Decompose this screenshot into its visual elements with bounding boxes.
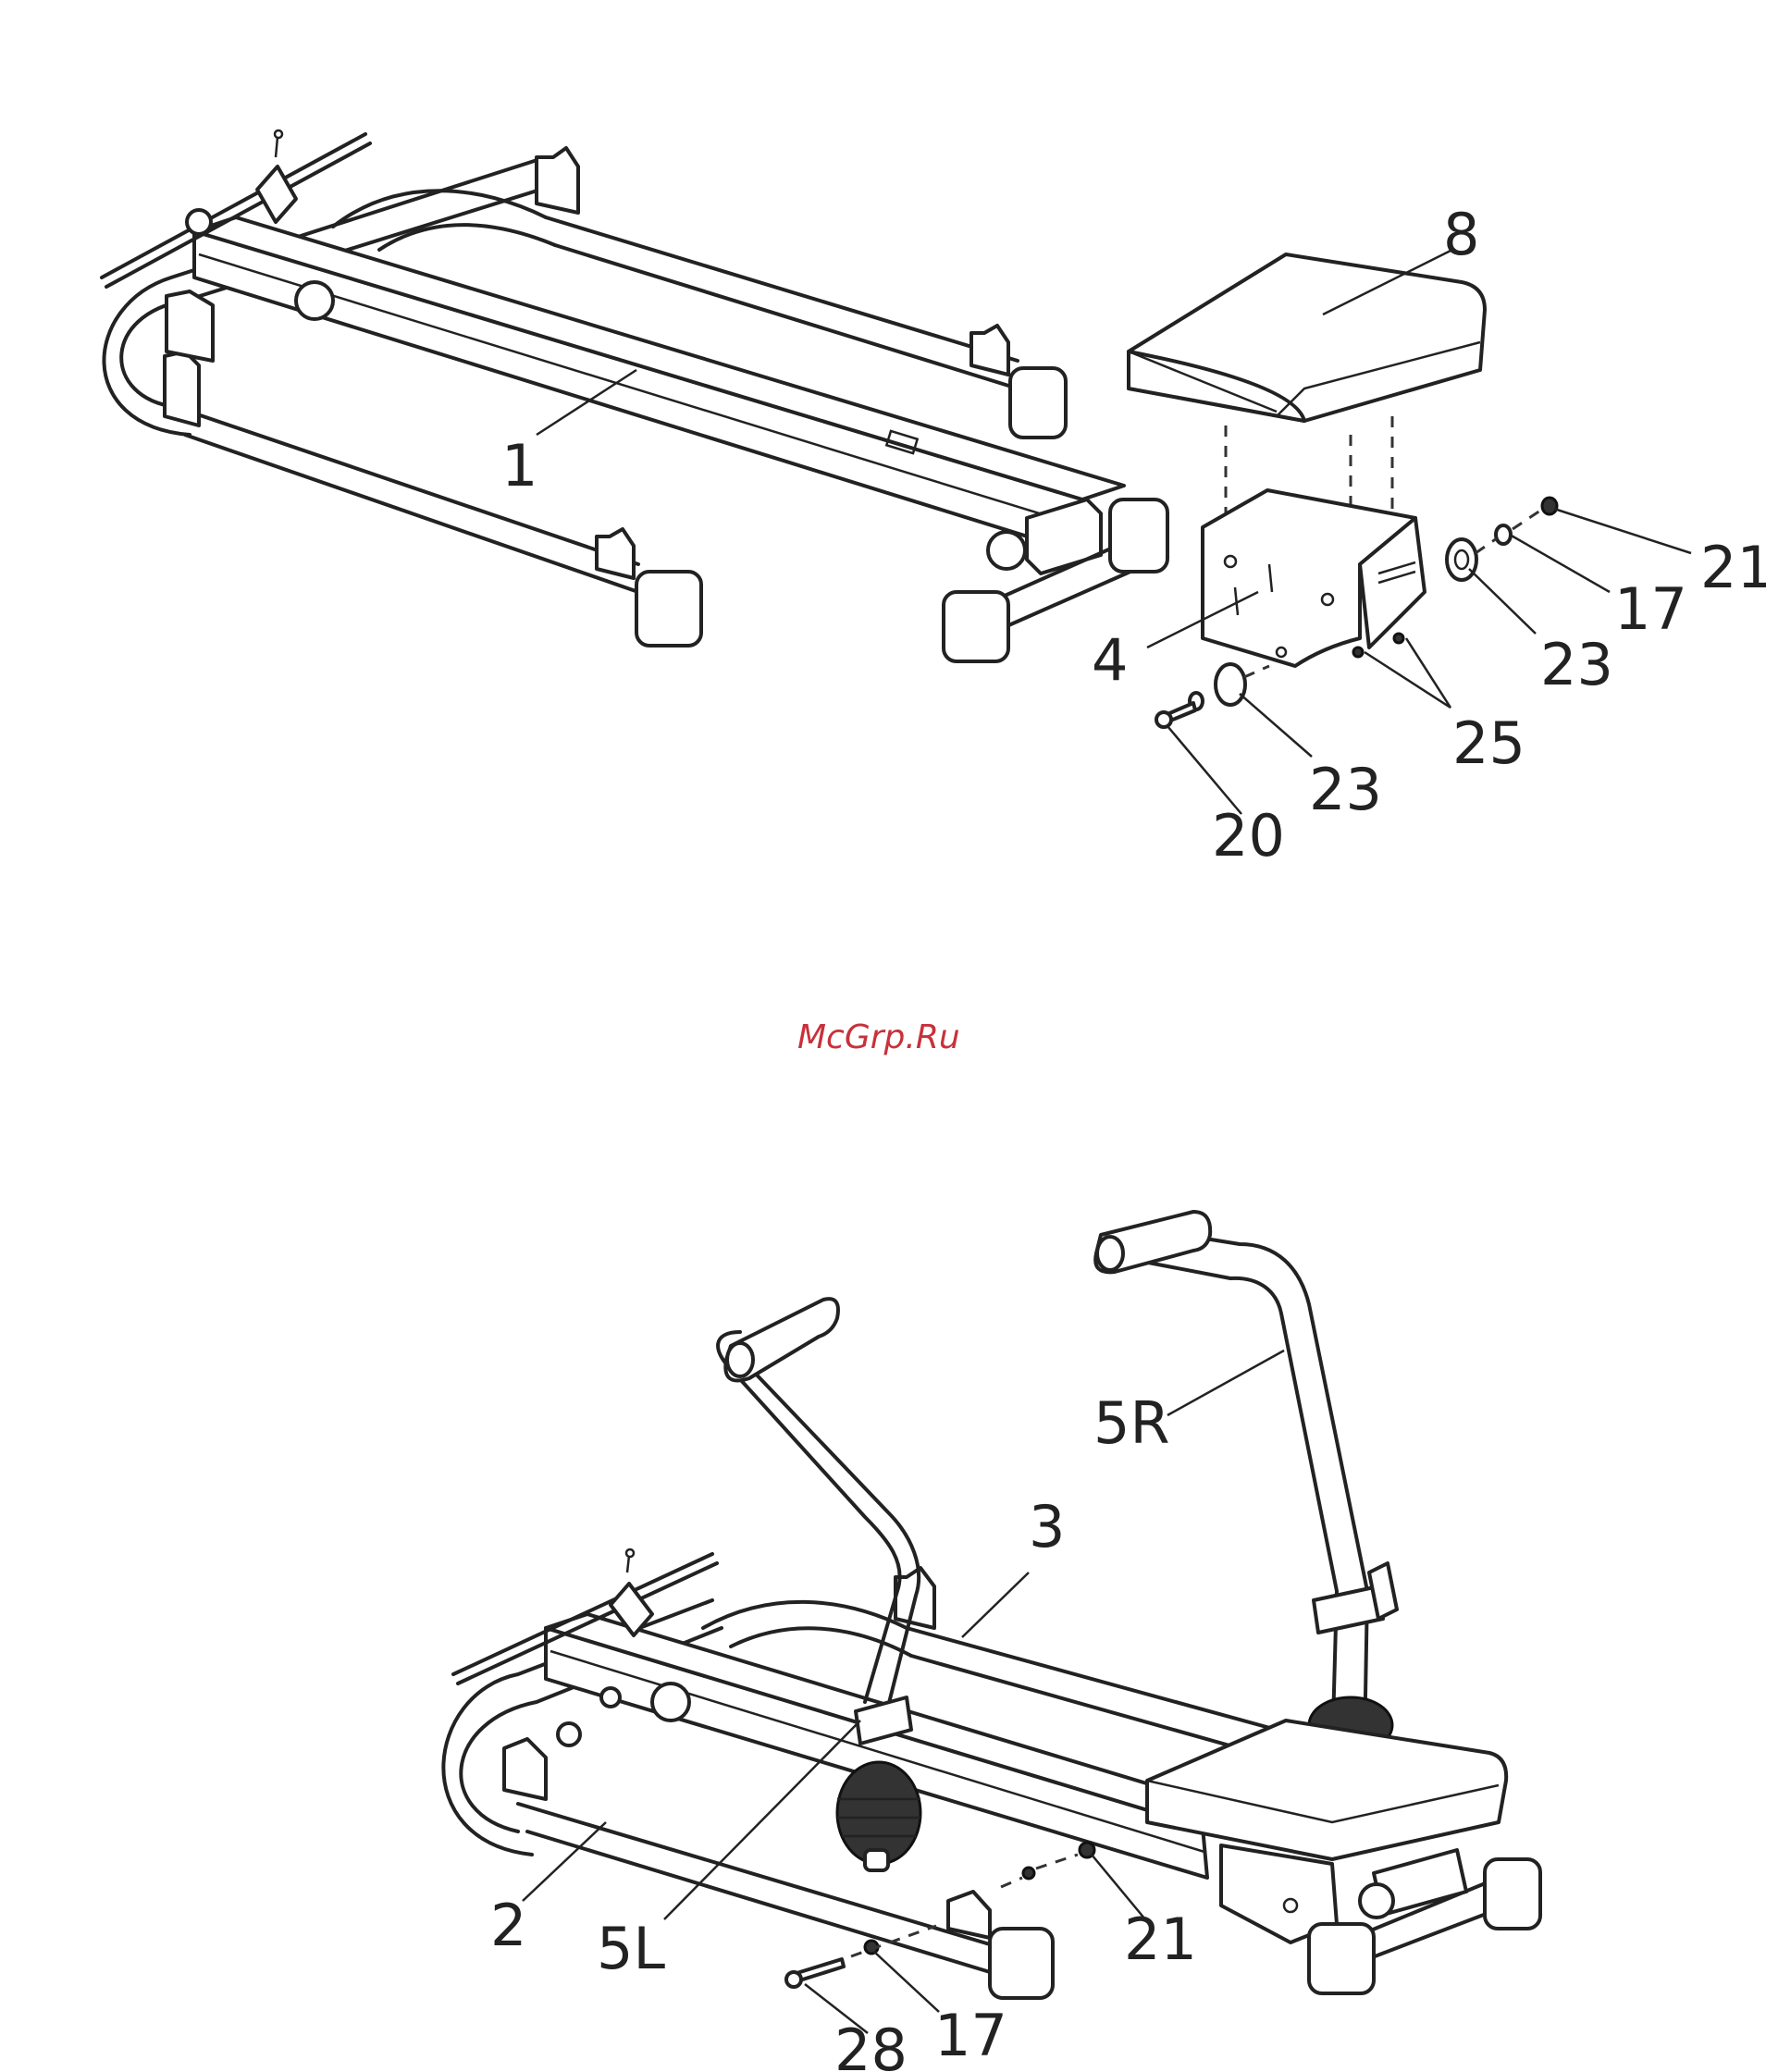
top-figure: 1 8 4 21 17 25 23 23 20 xyxy=(102,130,1766,870)
front-end-cap-1 xyxy=(944,592,1008,661)
b-leader-5l xyxy=(664,1720,860,1919)
bracket-1 xyxy=(537,148,578,213)
bracket-5 xyxy=(167,291,213,361)
upper-end-cap xyxy=(1010,368,1066,438)
front-roller xyxy=(988,532,1025,569)
handle-5r xyxy=(1124,1228,1367,1758)
main-rail xyxy=(194,231,1087,555)
b-rear-roller xyxy=(652,1684,689,1720)
leader-20 xyxy=(1167,726,1241,814)
label-17: 17 xyxy=(1614,575,1687,643)
leader-17 xyxy=(1510,535,1610,592)
bottom-figure: 5R 3 2 5L 21 28 17 xyxy=(443,1212,1540,2072)
rear-stabilizer xyxy=(176,407,638,592)
leader-21 xyxy=(1554,509,1691,553)
b-front-end-cap-1 xyxy=(1309,1924,1374,1993)
nut-21 xyxy=(1542,498,1557,514)
b-rear-end-cap xyxy=(990,1929,1053,1998)
leader-25 xyxy=(1365,638,1451,708)
label-2: 2 xyxy=(490,1892,526,1959)
leader-23-l xyxy=(1240,694,1312,757)
label-5r: 5R xyxy=(1093,1389,1170,1457)
label-21: 21 xyxy=(1700,534,1766,601)
b-front-end-cap-2 xyxy=(1485,1859,1540,1929)
b-leader-17 xyxy=(874,1952,939,2012)
leader-23-r xyxy=(1469,569,1536,634)
b-washer xyxy=(1023,1868,1034,1879)
label-4: 4 xyxy=(1092,626,1128,694)
bracket-2 xyxy=(971,326,1008,375)
rear-end-cap xyxy=(636,572,701,646)
label-28: 28 xyxy=(834,2016,908,2072)
bracket-4 xyxy=(165,352,199,426)
bracket-3 xyxy=(597,529,634,578)
wheel-23-right xyxy=(1447,539,1476,580)
label-3: 3 xyxy=(1029,1493,1065,1560)
rear-roller xyxy=(296,282,333,319)
b-rear-stabilizer xyxy=(518,1804,999,1975)
front-end-cap-2 xyxy=(1110,500,1167,572)
b-bracket-rear xyxy=(504,1739,546,1799)
label-5l: 5L xyxy=(597,1915,665,1982)
label-23-right: 23 xyxy=(1540,631,1613,698)
label-17-bottom: 17 xyxy=(934,2002,1007,2069)
watermark: McGrp.Ru xyxy=(797,1018,960,1056)
label-21-bottom: 21 xyxy=(1124,1906,1197,1973)
b-leader-3 xyxy=(962,1572,1029,1637)
label-23-left: 23 xyxy=(1309,756,1382,823)
b-leader-5r xyxy=(1167,1350,1284,1415)
label-1: 1 xyxy=(501,432,537,500)
label-20: 20 xyxy=(1212,802,1285,870)
label-25: 25 xyxy=(1452,709,1525,777)
washer-17 xyxy=(1496,525,1511,544)
wheel-23-left xyxy=(1216,664,1245,705)
b-bracket-front xyxy=(948,1892,990,1938)
handle-5l xyxy=(718,1332,919,1707)
label-8: 8 xyxy=(1443,201,1479,268)
